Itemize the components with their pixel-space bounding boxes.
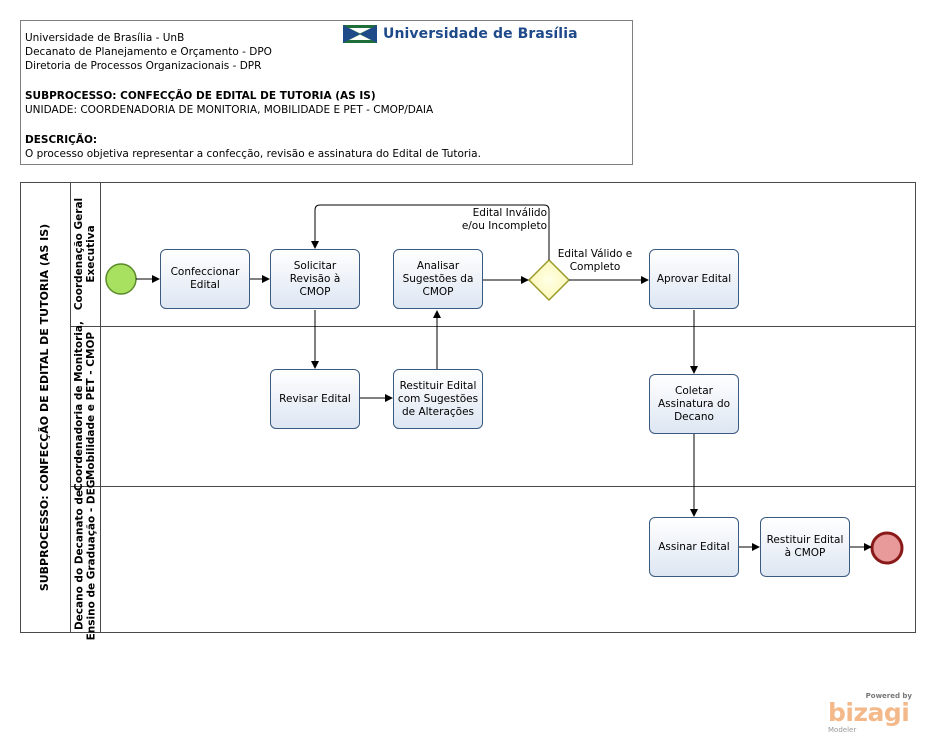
- lane-separator-2: [70, 486, 916, 487]
- description-text: O processo objetiva representar a confec…: [25, 148, 481, 160]
- description-title: DESCRIÇÃO:: [25, 134, 98, 146]
- pool: [20, 182, 916, 633]
- header-box: Universidade de Brasília - UnB Decanato …: [20, 20, 633, 165]
- modeler-text: Modeler: [828, 726, 857, 734]
- task-revisar-edital[interactable]: Revisar Edital: [270, 369, 360, 429]
- end-event: [870, 531, 904, 565]
- pool-divider: [70, 182, 71, 633]
- subprocess-label: SUBPROCESSO: CONFECÇÃO DE EDITAL DE TUTO…: [25, 90, 376, 102]
- unb-logo-icon: [343, 25, 377, 43]
- org-line-1: Universidade de Brasília - UnB: [25, 32, 185, 44]
- unit-label: UNIDADE: COORDENADORIA DE MONITORIA, MOB…: [25, 104, 434, 116]
- unb-logo: Universidade de Brasília: [343, 24, 578, 44]
- start-event: [105, 263, 137, 295]
- task-aprovar-edital[interactable]: Aprovar Edital: [649, 249, 739, 309]
- bizagi-watermark: Powered by bizagi Modeler: [826, 692, 916, 736]
- org-line-3: Diretoria de Processos Organizacionais -…: [25, 60, 262, 72]
- org-line-2: Decanato de Planejamento e Orçamento - D…: [25, 46, 272, 58]
- decision-gateway: [527, 258, 571, 302]
- powered-by-text: Powered by: [865, 692, 912, 700]
- lane-divider: [100, 182, 101, 633]
- lane-separator-1: [70, 326, 916, 327]
- task-assinar-edital[interactable]: Assinar Edital: [649, 517, 739, 577]
- bizagi-logo-text: bizagi: [828, 698, 910, 727]
- logo-text: Universidade de Brasília: [383, 26, 578, 42]
- flow-invalid-loop: [311, 204, 550, 260]
